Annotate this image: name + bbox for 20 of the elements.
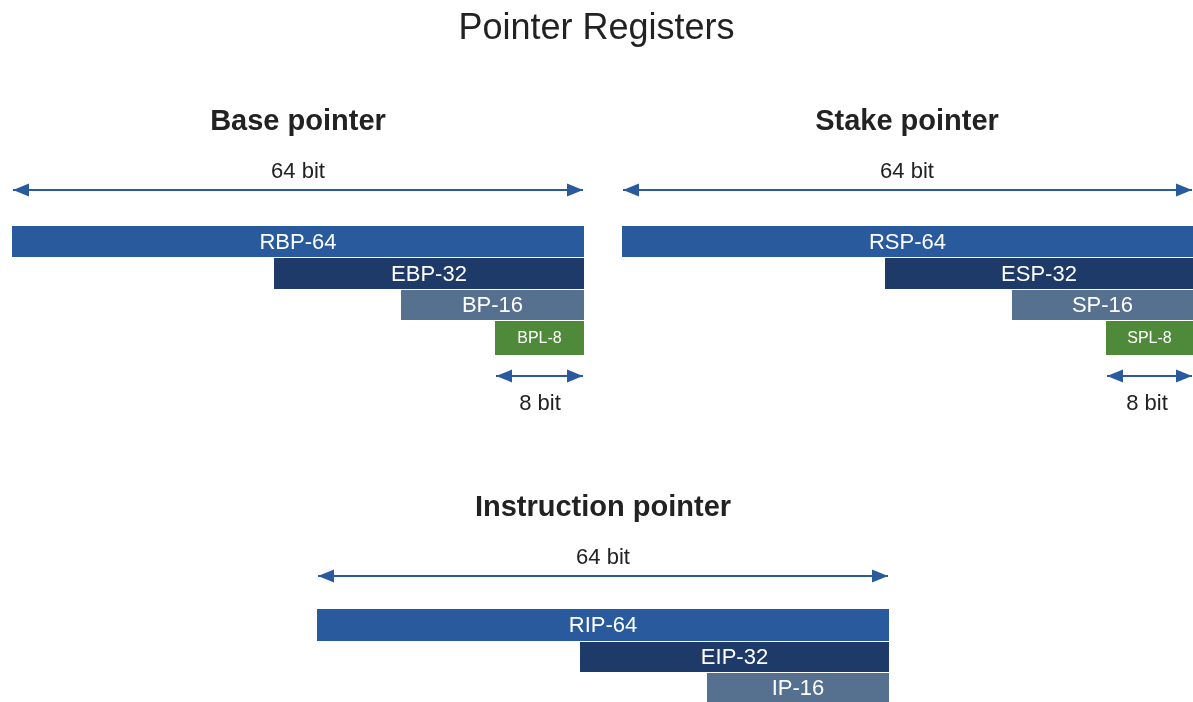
register-bar: SPL-8 xyxy=(1106,321,1193,355)
dimension-label: 64 bit xyxy=(271,158,325,184)
dimension-label: 8 bit xyxy=(519,390,561,416)
register-bar: EBP-32 xyxy=(274,258,584,289)
register-bar: BP-16 xyxy=(401,290,584,320)
register-bar: ESP-32 xyxy=(885,258,1193,289)
diagram-title: Pointer Registers xyxy=(457,6,736,48)
section-heading: Stake pointer xyxy=(815,104,999,137)
register-bar: EIP-32 xyxy=(580,642,889,672)
dimension-label: 64 bit xyxy=(880,158,934,184)
register-bar: IP-16 xyxy=(707,673,889,702)
dimension-label: 8 bit xyxy=(1126,390,1168,416)
register-bar: SP-16 xyxy=(1012,290,1193,320)
dimension-label: 64 bit xyxy=(576,544,630,570)
register-bar: RSP-64 xyxy=(622,226,1193,257)
section-heading: Base pointer xyxy=(210,104,386,137)
register-bar: RBP-64 xyxy=(12,226,584,257)
section-heading: Instruction pointer xyxy=(474,490,732,523)
register-bar: BPL-8 xyxy=(495,321,584,355)
register-bar: RIP-64 xyxy=(317,609,889,641)
